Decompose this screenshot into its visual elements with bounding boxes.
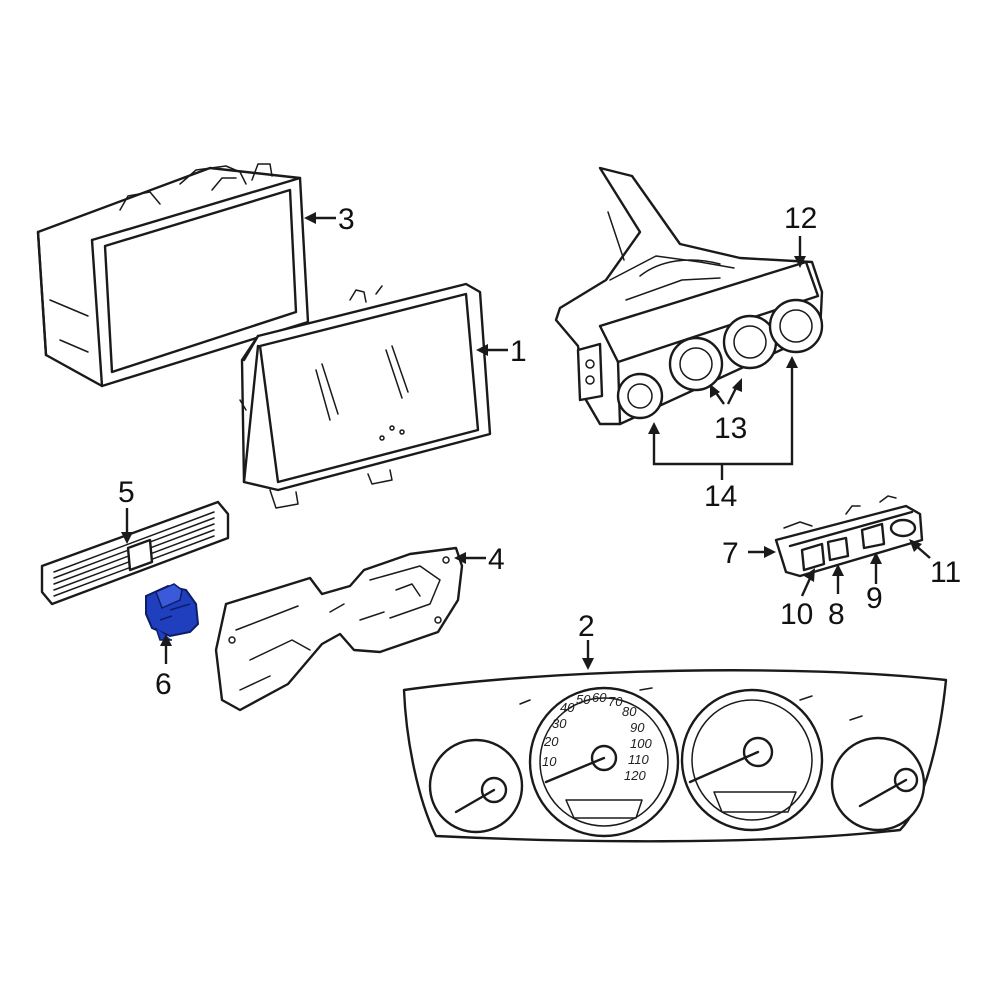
part-6-bulb-socket[interactable] — [145, 583, 200, 641]
tick-label-10: 10 — [542, 754, 557, 769]
part-2-cluster-face[interactable]: 10 20 30 40 50 60 70 80 90 100 110 120 — [402, 669, 948, 843]
speedometer-scale: 10 20 30 40 50 60 70 80 90 100 110 120 — [542, 690, 652, 783]
callout-9: 9 — [866, 582, 883, 615]
callout-5: 5 — [118, 476, 135, 509]
part-1-lens-bezel[interactable] — [239, 282, 492, 509]
tick-label-70: 70 — [608, 694, 623, 709]
part-11-switch[interactable] — [889, 518, 917, 538]
callout-10: 10 — [780, 598, 813, 631]
callout-labels: 3 1 5 6 4 12 13 14 7 10 8 9 11 2 — [118, 202, 961, 701]
tick-label-30: 30 — [552, 716, 567, 731]
part-3-cluster-housing[interactable] — [36, 163, 310, 388]
tick-label-100: 100 — [630, 736, 652, 751]
tick-label-120: 120 — [624, 768, 646, 783]
tick-label-40: 40 — [560, 700, 575, 715]
callout-2: 2 — [578, 610, 595, 643]
part-9-switch[interactable] — [860, 522, 886, 550]
callout-12: 12 — [784, 202, 817, 235]
callout-13: 13 — [714, 412, 747, 445]
callout-6: 6 — [155, 668, 172, 701]
tick-label-50: 50 — [576, 692, 591, 707]
callout-4: 4 — [488, 543, 505, 576]
tick-label-20: 20 — [543, 734, 559, 749]
tick-label-60: 60 — [592, 690, 607, 705]
part-5-filter-strip[interactable] — [40, 500, 230, 606]
part-12-climate-control[interactable] — [554, 166, 824, 426]
callout-14: 14 — [704, 480, 737, 513]
callout-8: 8 — [828, 598, 845, 631]
tick-label-80: 80 — [622, 704, 637, 719]
callout-3: 3 — [338, 203, 355, 236]
callout-1: 1 — [510, 335, 527, 368]
callout-7: 7 — [722, 537, 739, 570]
tick-label-110: 110 — [628, 752, 649, 767]
callout-11: 11 — [930, 556, 961, 589]
part-4-printed-circuit[interactable] — [214, 546, 464, 712]
tick-label-90: 90 — [630, 720, 645, 735]
leader-lines — [121, 212, 931, 670]
part-10-switch[interactable] — [800, 542, 826, 572]
part-8-switch[interactable] — [826, 536, 850, 562]
